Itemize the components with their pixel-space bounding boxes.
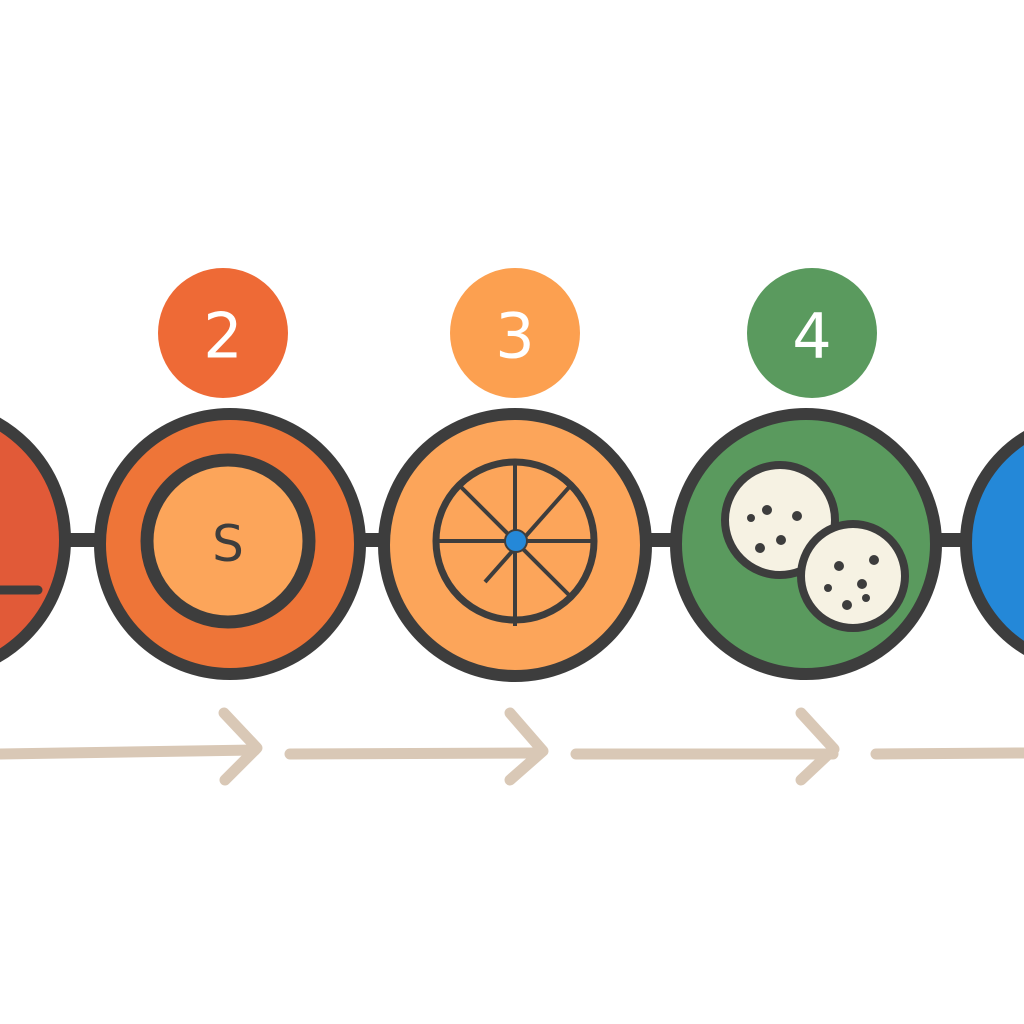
arrow-1 xyxy=(0,707,263,786)
step-2-number: 2 xyxy=(203,300,242,373)
flow-arrows xyxy=(0,707,1024,786)
step-2: 2 S xyxy=(94,268,366,680)
step-5 xyxy=(960,431,1024,655)
coin-icon xyxy=(140,453,316,629)
arrow-4 xyxy=(870,747,1024,760)
step-1-ring xyxy=(0,417,71,663)
step-3: 3 xyxy=(378,268,652,682)
step-2-badge xyxy=(158,268,288,398)
step-4: 4 xyxy=(670,268,942,680)
step-3-badge xyxy=(450,268,580,398)
wheel-icon xyxy=(432,458,598,626)
step-4-badge xyxy=(747,268,877,398)
step-3-number: 3 xyxy=(495,300,534,373)
step-1 xyxy=(0,417,71,663)
wheel-hub xyxy=(504,529,528,553)
step-4-number: 4 xyxy=(792,300,831,373)
step-5-ring xyxy=(960,431,1024,655)
arrow-2 xyxy=(284,707,549,786)
coin-icon-letter: S xyxy=(212,515,244,573)
cookies-icon xyxy=(721,461,909,632)
arrow-3 xyxy=(570,707,840,786)
